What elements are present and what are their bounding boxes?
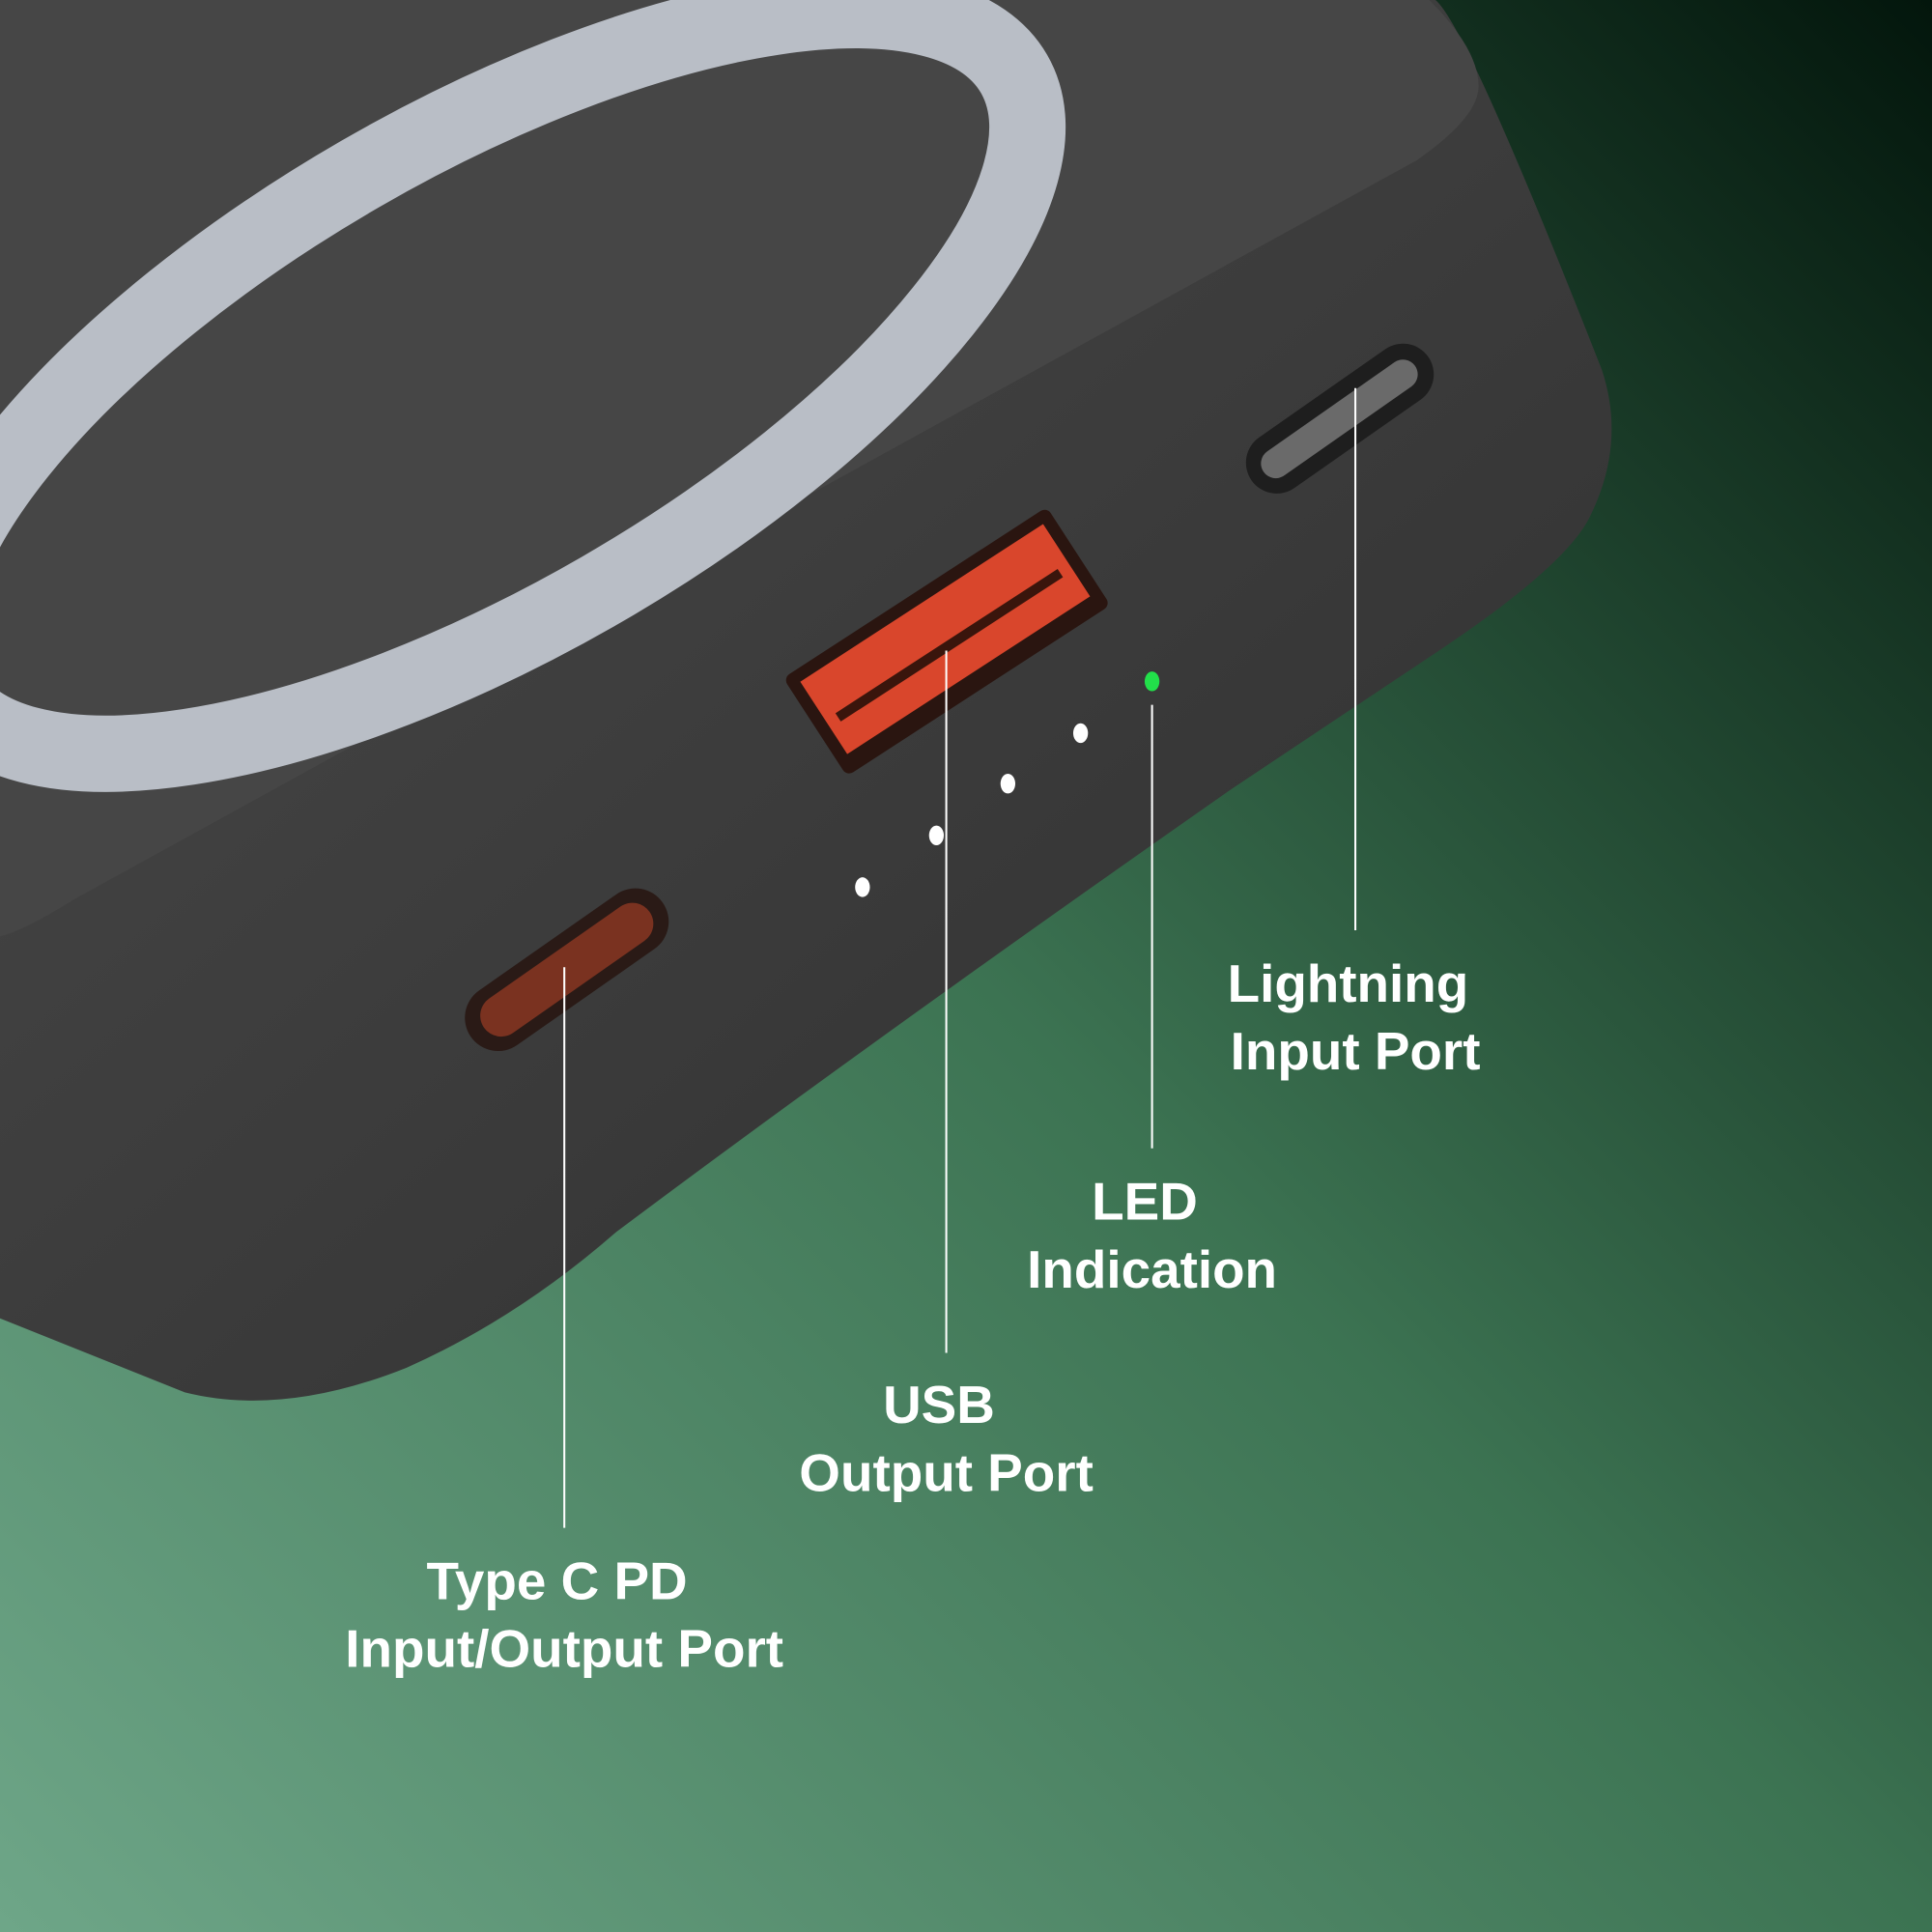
led-dot (1000, 774, 1016, 794)
led-dot (855, 877, 870, 897)
lightning-label-line2: Input Port (1231, 1021, 1481, 1081)
lightning-port (1245, 343, 1435, 494)
typec-label: Type C PD Input/Output Port (345, 1551, 783, 1679)
usb-label-line2: Output Port (799, 1442, 1094, 1502)
lightning-label: Lightning Input Port (1228, 953, 1484, 1081)
led-dot-active (1144, 671, 1160, 692)
usb-output-port (785, 509, 1108, 774)
led-dot (928, 825, 945, 845)
usb-label: USB Output Port (799, 1375, 1094, 1502)
lightning-label-line1: Lightning (1228, 953, 1469, 1013)
led-label-line2: Indication (1027, 1239, 1277, 1299)
led-indicators (855, 671, 1160, 897)
led-dot (1072, 723, 1089, 744)
typec-port (465, 888, 669, 1052)
usb-label-line1: USB (883, 1375, 995, 1435)
led-label: LED Indication (1027, 1172, 1277, 1299)
typec-label-line1: Type C PD (427, 1551, 688, 1611)
led-label-line1: LED (1092, 1172, 1198, 1232)
wireless-charging-ring (0, 0, 1066, 792)
power-bank (0, 0, 1612, 1401)
typec-label-line2: Input/Output Port (345, 1619, 783, 1679)
